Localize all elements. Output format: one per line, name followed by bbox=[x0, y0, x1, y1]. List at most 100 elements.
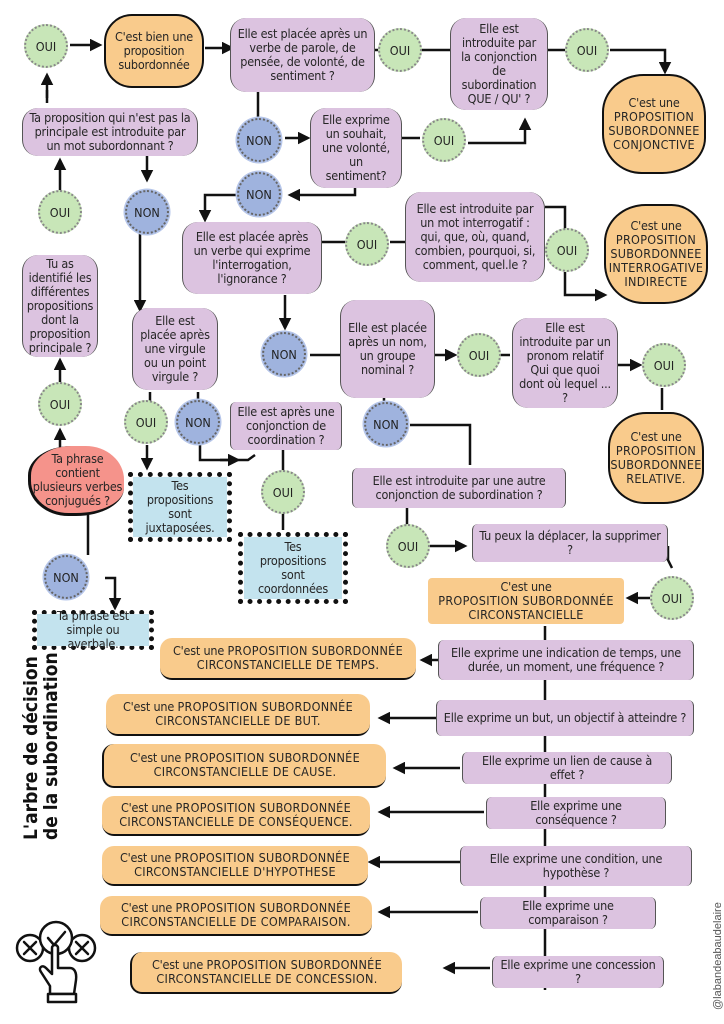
result-prefix: C'est une bbox=[630, 218, 682, 233]
answer-label: NON bbox=[246, 186, 272, 202]
result-text: PROPOSITION SUBORDONNÉE CIRCONSTANCIELLE… bbox=[196, 643, 403, 672]
answer-non-subordinating-word: NON bbox=[125, 190, 169, 234]
answer-label: NON bbox=[53, 569, 79, 585]
diagram-title: L'arbre de décision de la subordination bbox=[20, 652, 62, 840]
question-interrogative-word: Elle est introduite par un mot interroga… bbox=[405, 192, 545, 282]
result-goal: C'est une PROPOSITION SUBORDONNÉE CIRCON… bbox=[106, 694, 370, 736]
answer-label: NON bbox=[271, 346, 297, 362]
answer-label: OUI bbox=[653, 357, 675, 373]
result-circumstantial: C'est une PROPOSITION SUBORDONNÉE CIRCON… bbox=[428, 578, 624, 624]
result-text: PROPOSITION SUBORDONNÉE CIRCONSTANCIELLE… bbox=[156, 957, 382, 986]
answer-oui-comma: OUI bbox=[124, 400, 168, 444]
answer-label: OUI bbox=[389, 42, 411, 58]
result-prefix: C'est une bbox=[152, 957, 204, 972]
answer-label: OUI bbox=[356, 236, 378, 252]
result-text: PROPOSITION SUBORDONNÉE CIRCONSTANCIELLE… bbox=[119, 800, 353, 829]
result-text: PROPOSITION SUBORDONNEE RELATIVE. bbox=[610, 443, 702, 486]
question-introduced-by-que: Elle est introduite par la conjonction d… bbox=[450, 18, 548, 110]
result-prefix: C'est une bbox=[121, 900, 173, 915]
answer-label: OUI bbox=[397, 538, 419, 554]
result-text: PROPOSITION SUBORDONNÉE CIRCONSTANCIELLE… bbox=[155, 699, 353, 728]
question-after-noun: Elle est placée après un nom, un groupe … bbox=[340, 300, 435, 398]
answer-label: OUI bbox=[135, 414, 157, 430]
question-concession: Elle exprime une concession ? bbox=[492, 956, 664, 988]
question-text: Elle exprime une indication de temps, un… bbox=[450, 645, 682, 674]
question-text: Elle exprime un souhait, une volonté, un… bbox=[322, 112, 390, 183]
info-frame bbox=[238, 532, 348, 604]
answer-oui-wish: OUI bbox=[422, 118, 466, 162]
question-goal: Elle exprime un but, un objectif à attei… bbox=[436, 700, 694, 736]
question-text: Elle est placée après un verbe de parole… bbox=[237, 26, 368, 83]
result-prefix: C'est une bbox=[120, 850, 172, 865]
answer-label: OUI bbox=[49, 204, 71, 220]
question-text: Elle exprime une concession ? bbox=[500, 957, 656, 986]
answer-label: OUI bbox=[49, 396, 71, 412]
title-line-1: L'arbre de décision bbox=[20, 656, 42, 840]
result-text: PROPOSITION SUBORDONNÉE CIRCONSTANCIELLE… bbox=[121, 900, 351, 929]
result-comparison: C'est une PROPOSITION SUBORDONNÉE CIRCON… bbox=[100, 896, 372, 936]
answer-oui-subordinating-word: OUI bbox=[24, 24, 68, 68]
question-introduced-by-subordinating-word: Ta proposition qui n'est pas la principa… bbox=[22, 108, 198, 156]
answer-non-simple: NON bbox=[44, 555, 88, 599]
question-text: Elle est placée après une virgule ou un … bbox=[140, 313, 210, 384]
answer-label: OUI bbox=[35, 38, 57, 54]
result-consequence: C'est une PROPOSITION SUBORDONNÉE CIRCON… bbox=[102, 796, 370, 836]
question-text: Elle exprime une conséquence ? bbox=[530, 798, 622, 827]
result-concession: C'est une PROPOSITION SUBORDONNÉE CIRCON… bbox=[130, 952, 402, 994]
question-expresses-wish: Elle exprime un souhait, une volonté, un… bbox=[310, 108, 402, 188]
question-after-speech-verb: Elle est placée après un verbe de parole… bbox=[230, 18, 375, 92]
answer-oui-que: OUI bbox=[565, 28, 609, 72]
result-conjunctive-subordinate: C'est une PROPOSITION SUBORDONNEE CONJON… bbox=[602, 74, 706, 174]
result-text: PROPOSITION SUBORDONNÉE CIRCONSTANCIELLE bbox=[438, 593, 614, 622]
answer-oui-noun: OUI bbox=[457, 333, 501, 377]
answer-oui-coordination: OUI bbox=[261, 470, 305, 514]
answer-non-interrogation-verb: NON bbox=[262, 332, 306, 376]
result-is-subordinate: C'est bien une proposition subordonnée bbox=[104, 14, 204, 88]
question-text: Elle est introduite par la conjonction d… bbox=[461, 21, 537, 106]
question-identified-propositions: Tu as identifié les différentes proposit… bbox=[22, 255, 98, 357]
question-after-coordination: Elle est après une conjonction de coordi… bbox=[230, 402, 342, 450]
info-frame bbox=[128, 472, 232, 542]
info-frame bbox=[32, 610, 154, 650]
question-text: Elle est introduite par une autre conjon… bbox=[372, 473, 546, 502]
answer-oui-identified: OUI bbox=[38, 190, 82, 234]
start-question-text: Ta phrase contient plusieurs verbes conj… bbox=[32, 450, 123, 508]
answer-non-wish: NON bbox=[237, 172, 281, 216]
result-time: C'est une PROPOSITION SUBORDONNÉE CIRCON… bbox=[160, 638, 416, 680]
answer-label: OUI bbox=[661, 590, 683, 606]
answer-label: OUI bbox=[468, 347, 490, 363]
answer-oui-speech-verb: OUI bbox=[378, 28, 422, 72]
question-text: Elle exprime une condition, une hypothès… bbox=[489, 851, 663, 880]
start-question-multiple-verbs: Ta phrase contient plusieurs verbes conj… bbox=[28, 446, 124, 516]
result-coordinated: Tes propositions sont coordonnées bbox=[244, 537, 342, 599]
answer-label: OUI bbox=[272, 484, 294, 500]
result-text: PROPOSITION SUBORDONNEE INTERROGATIVE IN… bbox=[608, 232, 704, 289]
answer-label: OUI bbox=[556, 242, 578, 258]
result-text: C'est bien une proposition subordonnée bbox=[115, 29, 193, 72]
result-prefix: C'est une bbox=[130, 750, 182, 765]
question-text: Ta proposition qui n'est pas la principa… bbox=[29, 110, 191, 153]
answer-label: OUI bbox=[576, 42, 598, 58]
result-text: PROPOSITION SUBORDONNÉE CIRCONSTANCIELLE… bbox=[134, 850, 350, 879]
question-after-interrogation-verb: Elle est placée après un verbe qui expri… bbox=[182, 222, 322, 294]
question-after-comma: Elle est placée après une virgule ou un … bbox=[132, 308, 218, 390]
result-text: Ta phrase est simple ou averbale. bbox=[57, 608, 129, 651]
result-prefix: C'est une bbox=[500, 579, 552, 594]
question-movable: Tu peux la déplacer, la supprimer ? bbox=[472, 524, 668, 562]
answer-oui-relative: OUI bbox=[642, 343, 686, 387]
result-text: PROPOSITION SUBORDONNÉE CIRCONSTANCIELLE… bbox=[153, 750, 360, 779]
question-text: Tu peux la déplacer, la supprimer ? bbox=[479, 528, 661, 557]
result-hypothesis: C'est une PROPOSITION SUBORDONNÉE CIRCON… bbox=[102, 846, 368, 886]
question-relative-pronoun: Elle est introduite par un pronom relati… bbox=[512, 318, 618, 408]
question-comparison: Elle exprime une comparaison ? bbox=[480, 897, 656, 929]
result-prefix: C'est une bbox=[173, 643, 225, 658]
answer-non-speech-verb: NON bbox=[237, 118, 281, 162]
author-credit: @labandeabaudelaire bbox=[712, 902, 724, 1010]
answer-label: NON bbox=[373, 416, 399, 432]
result-juxtaposed: Tes propositions sont juxtaposées. bbox=[133, 477, 227, 537]
question-other-conjunction: Elle est introduite par une autre conjon… bbox=[352, 468, 566, 508]
question-text: Elle est introduite par un pronom relati… bbox=[519, 320, 611, 405]
question-text: Elle exprime une comparaison ? bbox=[522, 898, 614, 927]
title-line-2: de la subordination bbox=[39, 652, 62, 840]
